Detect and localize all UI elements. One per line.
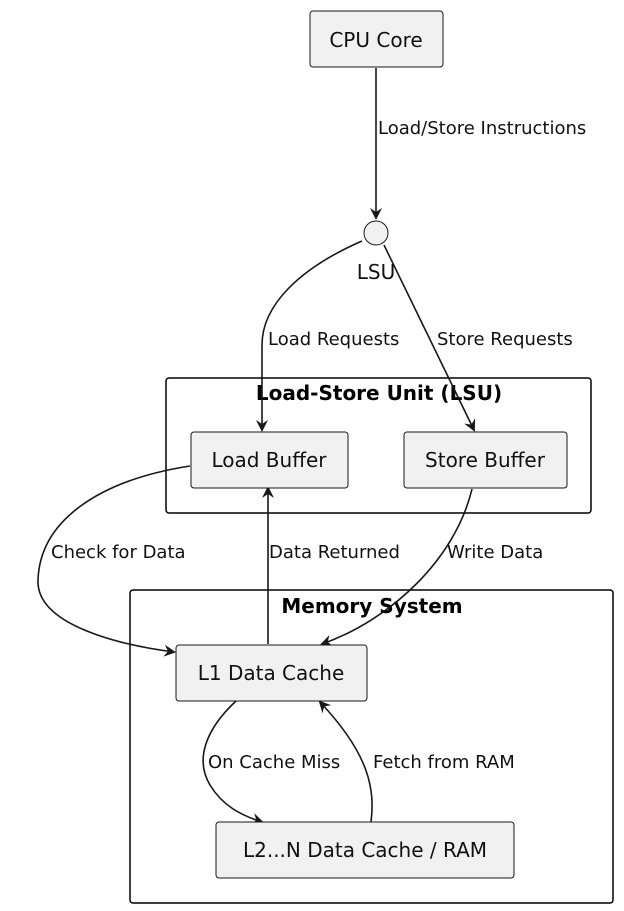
edge-store-buffer-to-l1: Write Data [320, 488, 543, 647]
edge-l1-to-load-buffer: Data Returned [262, 486, 400, 644]
edge-load-buffer-to-l1: Check for Data [37, 465, 191, 657]
edge-l1-to-l2: On Cache Miss [202, 700, 340, 825]
lsu-group: Load-Store Unit (LSU) [165, 377, 592, 514]
edge-cpu-to-lsu: Load/Store Instructions [370, 68, 586, 220]
cpu-core-label: CPU Core [329, 28, 422, 52]
edge-label-on-cache-miss: On Cache Miss [208, 752, 340, 773]
edge-l2-to-l1: Fetch from RAM [318, 700, 515, 823]
load-buffer-label: Load Buffer [211, 448, 327, 472]
lsu-interface-label: LSU [357, 260, 395, 284]
edge-label-write-data: Write Data [447, 542, 543, 563]
l1-data-cache-label: L1 Data Cache [198, 661, 345, 685]
l2-ram-node: L2...N Data Cache / RAM [215, 821, 515, 879]
lsu-group-title: Load-Store Unit (LSU) [256, 381, 502, 405]
edge-label-load-store-instructions: Load/Store Instructions [378, 118, 586, 139]
edge-label-data-returned: Data Returned [269, 542, 400, 563]
edge-lsu-to-store-buffer: Store Requests [383, 244, 573, 432]
edge-lsu-to-load-buffer: Load Requests [256, 240, 399, 432]
store-buffer-node: Store Buffer [403, 431, 568, 489]
memory-system-group-title: Memory System [281, 594, 462, 618]
memory-system-group: Memory System [129, 589, 614, 904]
cpu-core-node: CPU Core [309, 10, 444, 68]
edge-label-store-requests: Store Requests [437, 329, 573, 350]
edge-label-check-for-data: Check for Data [51, 542, 186, 563]
store-buffer-label: Store Buffer [425, 448, 546, 472]
lsu-interface-node: LSU [357, 220, 395, 284]
edge-label-load-requests: Load Requests [268, 329, 399, 350]
edge-label-fetch-from-ram: Fetch from RAM [373, 752, 515, 773]
l1-data-cache-node: L1 Data Cache [175, 644, 368, 702]
load-buffer-node: Load Buffer [190, 431, 349, 489]
l2-ram-label: L2...N Data Cache / RAM [243, 838, 487, 862]
